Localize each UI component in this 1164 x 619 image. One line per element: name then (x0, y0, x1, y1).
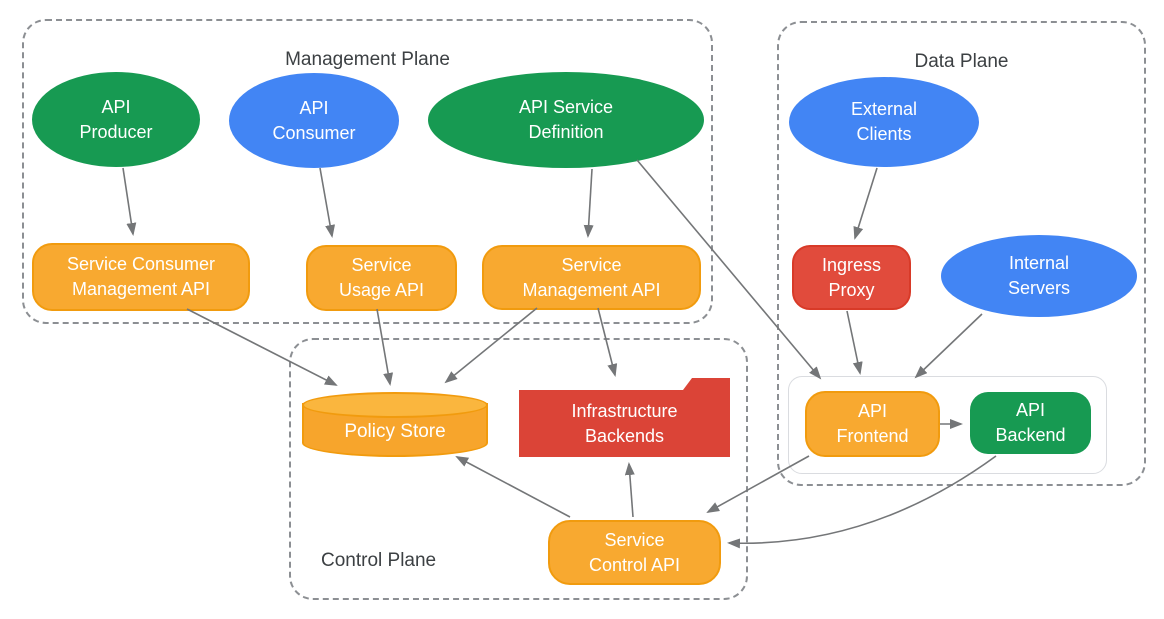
api-producer-label: API Producer (79, 96, 153, 142)
policy-store-top (302, 392, 488, 418)
node-external-clients: External Clients (789, 77, 979, 167)
management-plane-title: Management Plane (285, 49, 450, 70)
node-ingress-proxy: Ingress Proxy (792, 245, 911, 310)
node-infrastructure-backends: Infrastructure Backends (519, 378, 730, 457)
service-usage-api-label: Service Usage API (338, 255, 425, 300)
node-service-usage-api: Service Usage API (306, 245, 457, 311)
node-service-consumer-management-api: Service Consumer Management API (32, 243, 250, 311)
service-consumer-management-api-label: Service Consumer Management API (66, 254, 216, 299)
ingress-proxy-label: Ingress Proxy (821, 254, 882, 300)
infrastructure-backends-label: Infrastructure Backends (571, 400, 678, 446)
node-internal-servers: Internal Servers (941, 235, 1137, 317)
node-api-consumer: API Consumer (229, 73, 399, 168)
policy-store-label: Policy Store (344, 420, 446, 442)
external-clients-label: External Clients (850, 99, 918, 144)
data-plane-title: Data Plane (914, 51, 1009, 72)
node-api-frontend: API Frontend (805, 391, 940, 457)
api-frontend-label: API Frontend (836, 401, 909, 446)
api-backend-label: API Backend (995, 400, 1066, 445)
control-plane-title: Control Plane (321, 550, 437, 571)
node-service-management-api: Service Management API (482, 245, 701, 310)
api-consumer-label: API Consumer (272, 97, 356, 143)
service-management-api-label: Service Management API (522, 254, 661, 300)
node-service-control-api: Service Control API (548, 520, 721, 585)
api-service-definition-label: API Service Definition (518, 97, 614, 142)
node-api-producer: API Producer (32, 72, 200, 167)
service-control-api-label: Service Control API (588, 529, 681, 575)
node-api-service-definition: API Service Definition (428, 72, 704, 168)
internal-servers-label: Internal Servers (1007, 253, 1070, 298)
node-api-backend: API Backend (970, 392, 1091, 454)
node-policy-store: Policy Store (302, 392, 488, 457)
